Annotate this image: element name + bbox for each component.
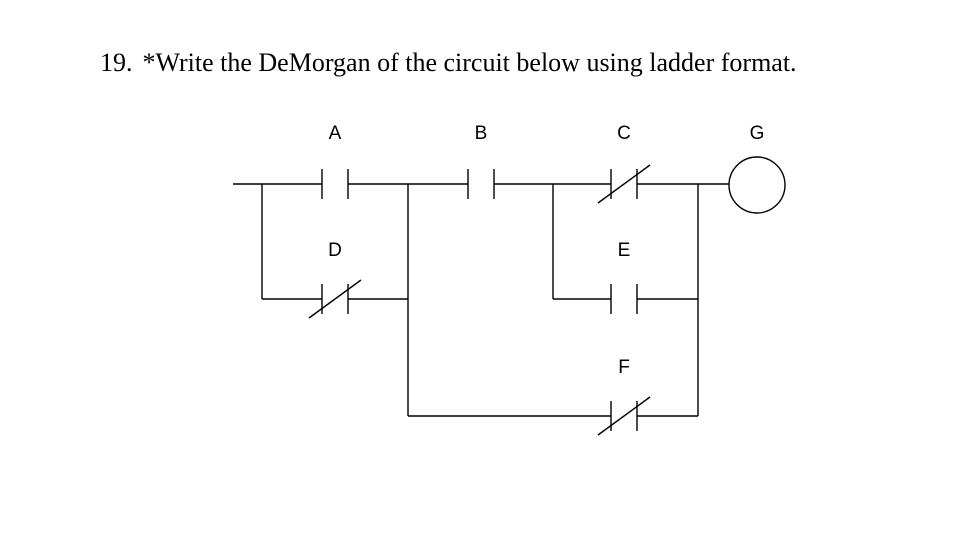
contact-d: D [308, 240, 362, 319]
contact-a: A [321, 123, 349, 199]
question-prompt: *Write the DeMorgan of the circuit below… [142, 48, 797, 77]
contact-label-a: A [329, 123, 342, 144]
contact-label-b: B [475, 123, 488, 144]
contact-b: B [467, 123, 495, 199]
coil-circle [728, 156, 786, 214]
question-text: 19. *Write the DeMorgan of the circuit be… [100, 48, 797, 78]
output-coil: G [728, 123, 786, 214]
normally-closed-slash [597, 164, 651, 204]
normally-closed-slash [308, 279, 362, 319]
contact-label-c: C [617, 123, 631, 144]
coil-label: G [750, 123, 765, 144]
contact-f: F [597, 357, 651, 436]
contact-label-d: D [328, 240, 342, 261]
contacts: A B C D E F [308, 123, 651, 436]
question-number: 19. [100, 48, 133, 77]
wires [233, 183, 729, 417]
contact-label-f: F [618, 357, 630, 378]
normally-closed-slash [597, 396, 651, 436]
contact-e: E [610, 240, 638, 314]
contact-label-e: E [618, 240, 631, 261]
contact-c: C [597, 123, 651, 204]
